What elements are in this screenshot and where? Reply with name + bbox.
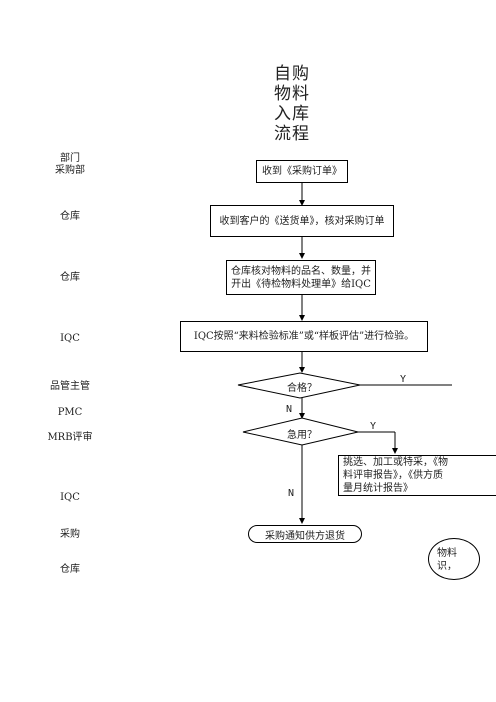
dept-warehouse: 仓库 (60, 272, 80, 283)
urgent-diamond (242, 417, 359, 446)
partial-circle-line-1: 物料 (437, 548, 457, 559)
qualified-label: 合格？ (287, 383, 317, 394)
special-line-2: 料评审报告》，《供方质 (343, 470, 443, 481)
special-line-3: 量月统计报告》 (343, 483, 413, 494)
title-line-4: 流程 (274, 124, 310, 144)
check-material-line-2: 开出《待检物料处理单》给IQC (231, 278, 371, 290)
dept-header: 部门 (60, 153, 80, 164)
qualified-diamond (237, 372, 361, 399)
dept-pmc: PMC (57, 407, 83, 418)
dept-mrb: MRB评审 (47, 432, 93, 443)
title-line-2: 物料 (274, 84, 310, 104)
check-material-step: 仓库核对物料的品名、数量，并 开出《待检物料处理单》给IQC (226, 260, 376, 295)
dept-purchasing: 采购部 (55, 165, 85, 176)
partial-connector-circle: 物料 识， (428, 538, 480, 580)
dept-warehouse: 仓库 (60, 211, 80, 222)
yes-label: Y (400, 374, 407, 385)
urgent-label: 急用？ (287, 430, 317, 441)
dept-iqc: IQC (60, 492, 80, 503)
receive-po-step: 收到《采购订单》 (256, 160, 348, 183)
dept-warehouse: 仓库 (60, 564, 80, 575)
no-label: N (288, 488, 295, 499)
partial-circle-line-2: 识， (437, 561, 457, 572)
iqc-inspect-step: IQC按照“来料检验标准”或“样板评估”进行检验。 (180, 321, 428, 352)
dept-purchasing: 采购 (60, 529, 80, 540)
dept-iqc: IQC (60, 333, 80, 344)
yes-label: Y (370, 421, 377, 432)
receive-delivery-step: 收到客户的《送货单》，核对采购订单 (210, 205, 394, 237)
return-goods-step: 采购通知供方退货 (248, 525, 362, 543)
special-line-1: 挑选、加工或特采，《物 (343, 457, 448, 468)
page-title: 自购 物料 入库 流程 (268, 64, 316, 144)
special-handling-step: 挑选、加工或特采，《物 料评审报告》，《供方质 量月统计报告》 (338, 455, 496, 496)
dept-qa-manager: 品管主管 (50, 381, 90, 392)
title-line-1: 自购 (274, 64, 310, 84)
check-material-line-1: 仓库核对物料的品名、数量，并 (231, 265, 371, 277)
title-line-3: 入库 (274, 104, 310, 124)
no-label: N (286, 404, 293, 415)
